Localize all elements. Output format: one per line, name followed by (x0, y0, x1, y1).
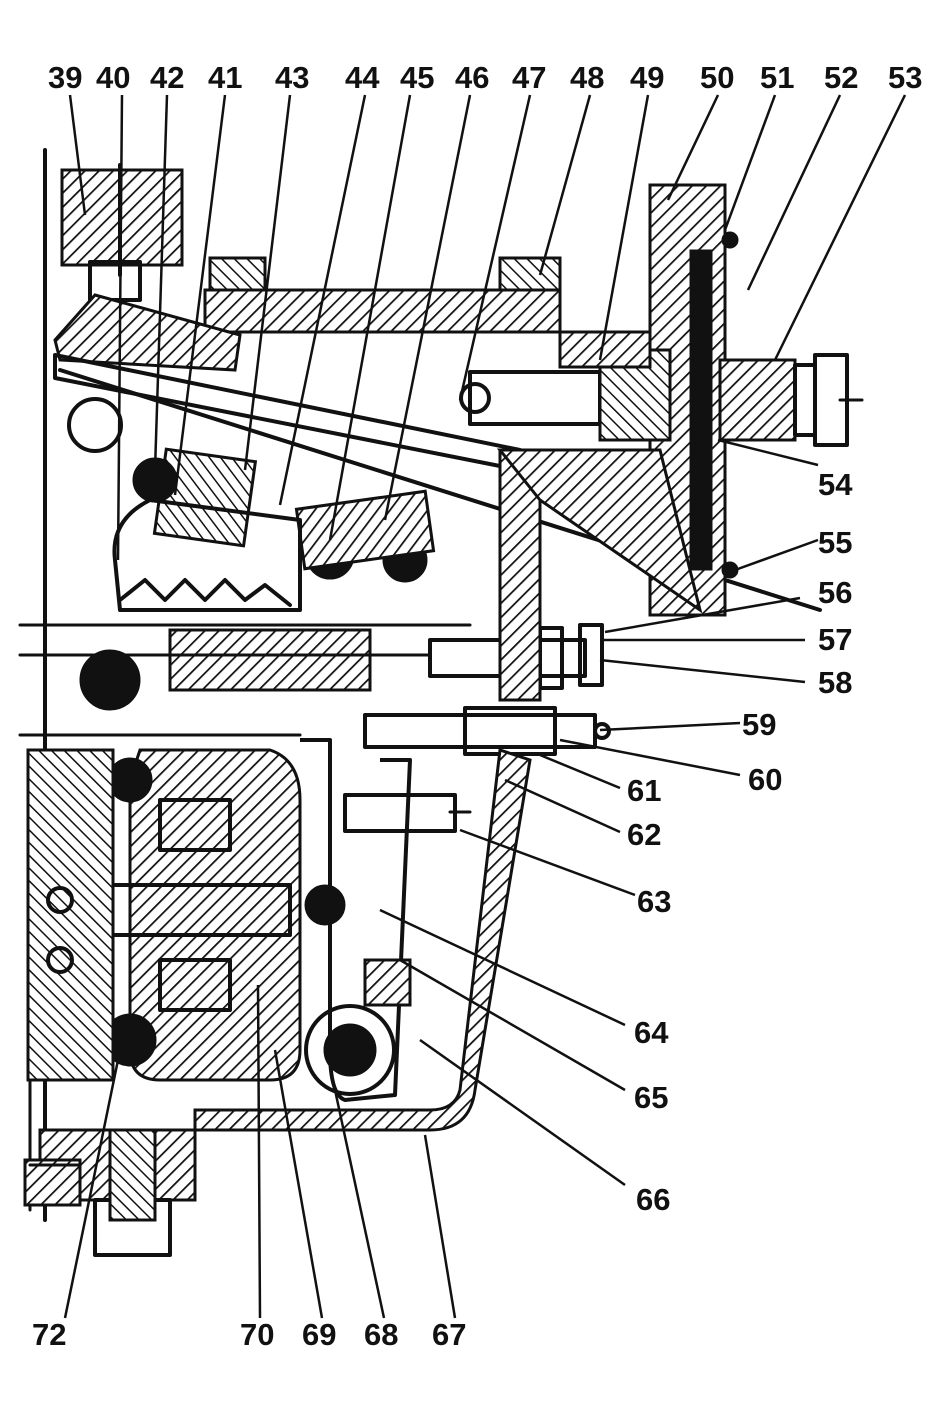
part-label: 66 (636, 1182, 670, 1217)
part-label: 41 (208, 60, 242, 95)
part-label: 57 (818, 622, 852, 657)
part-label: 53 (888, 60, 922, 95)
part-label: 46 (455, 60, 489, 95)
part-label: 70 (240, 1317, 274, 1352)
part-label: 55 (818, 525, 852, 560)
part-label: 51 (760, 60, 794, 95)
drawing-body (18, 148, 864, 1257)
part-label: 64 (634, 1015, 669, 1050)
part-label: 67 (432, 1317, 466, 1352)
part-label: 62 (627, 817, 661, 852)
labels-bottom: 72 70 69 68 67 (32, 1317, 466, 1352)
part-label: 61 (627, 773, 661, 808)
part-label: 39 (48, 60, 82, 95)
leader-lines (63, 94, 907, 1319)
part-label: 40 (96, 60, 130, 95)
labels-right: 54 55 56 57 58 59 60 61 62 63 64 65 66 (627, 467, 853, 1217)
part-label: 65 (634, 1080, 668, 1115)
part-label: 72 (32, 1317, 66, 1352)
part-label: 56 (818, 575, 852, 610)
labels-top: 39 40 42 41 43 44 45 46 47 48 49 50 51 5… (48, 60, 922, 95)
part-label: 69 (302, 1317, 336, 1352)
part-label: 63 (637, 884, 671, 919)
part-label: 54 (818, 467, 853, 502)
part-label: 68 (364, 1317, 398, 1352)
part-label: 59 (742, 707, 776, 742)
part-label: 48 (570, 60, 604, 95)
part-label: 42 (150, 60, 184, 95)
part-label: 47 (512, 60, 546, 95)
part-label: 60 (748, 762, 782, 797)
part-label: 52 (824, 60, 858, 95)
part-label: 49 (630, 60, 664, 95)
part-label: 50 (700, 60, 734, 95)
part-label: 43 (275, 60, 309, 95)
part-label: 44 (345, 60, 380, 95)
part-label: 45 (400, 60, 434, 95)
part-label: 58 (818, 665, 852, 700)
